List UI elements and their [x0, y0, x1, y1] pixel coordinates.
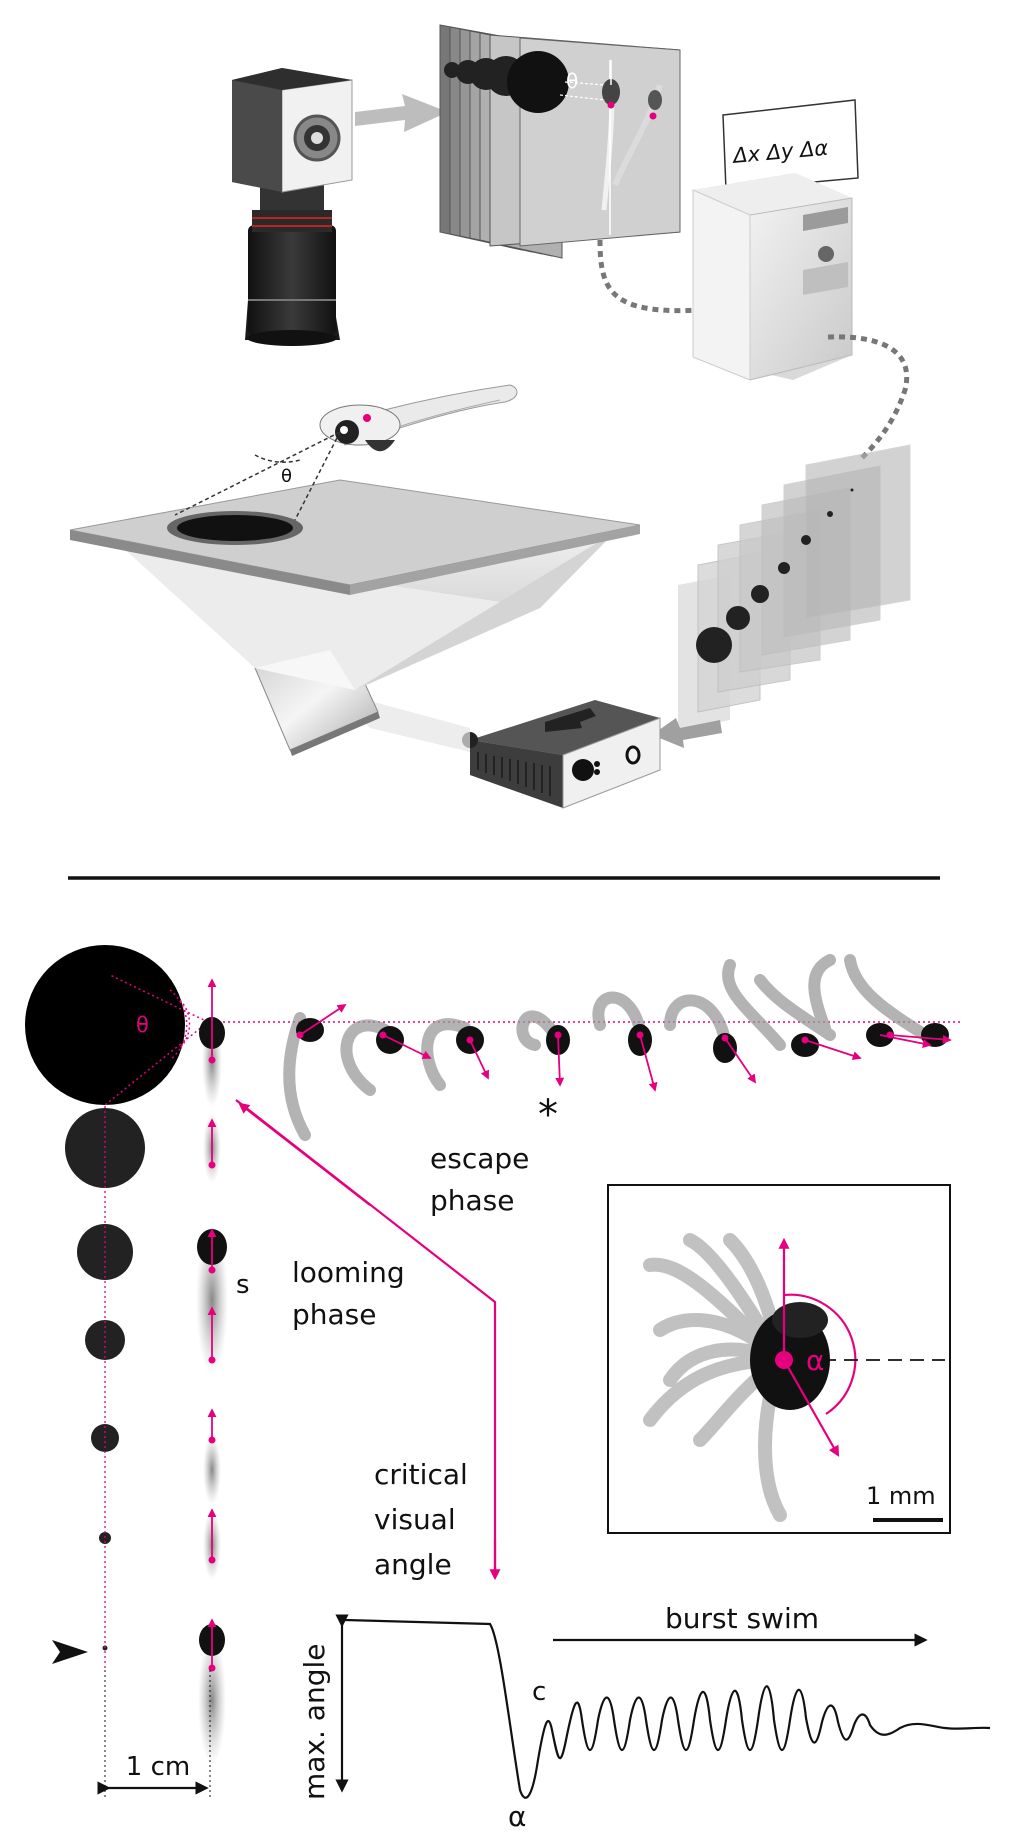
stimulus-slide-stack [678, 444, 911, 730]
critical-label-line-1: critical [374, 1458, 468, 1491]
cm-scale-label: 1 cm [126, 1752, 190, 1782]
asterisk-marker: * [538, 1092, 558, 1138]
gray-arrow-icon [355, 94, 448, 132]
fish-sequence-vertical [196, 978, 228, 1765]
theta-label-fish: θ [281, 466, 292, 487]
video-frame-stack: θ [439, 24, 681, 259]
projection-platform [69, 479, 641, 690]
looming-phase-line-2: phase [292, 1298, 377, 1331]
fish-larva: θ [174, 384, 518, 521]
max-angle-label: max. angle [298, 1644, 331, 1801]
readout-card: Δx Δy Δα [722, 99, 859, 191]
computer-tower [692, 173, 853, 381]
s-label: s [236, 1270, 250, 1300]
burst-swim-label: burst swim [665, 1602, 819, 1635]
critical-angle-connector [235, 1099, 501, 1581]
theta-angle-lines [104, 974, 960, 1106]
escape-phase-line-2: phase [430, 1184, 515, 1217]
camera-illustration [232, 68, 353, 346]
tail-angle-trace: burst swim c α max. angle [298, 1602, 991, 1833]
cable-line-2 [827, 334, 910, 462]
alpha-label-inset: α [806, 1344, 824, 1377]
scale-label-inset: 1 mm [866, 1482, 936, 1510]
looming-phase-line-1: looming [292, 1256, 405, 1289]
mirror-edge [290, 712, 380, 756]
cable-line [597, 239, 701, 314]
setup-illustration: θ Δx Δy Δα [69, 24, 911, 809]
escape-angle-inset: α 1 mm [607, 1184, 951, 1534]
looming-disk [85, 1320, 125, 1360]
critical-label-line-2: visual [374, 1503, 456, 1536]
theta-label-screen: θ [566, 69, 578, 93]
behavior-panel: θ [25, 945, 991, 1833]
onset-arrowhead-icon [52, 1640, 88, 1664]
alpha-label-trace: α [508, 1800, 526, 1833]
cm-scale-bar: 1 cm [97, 1670, 211, 1800]
fish-sequence-horizontal [283, 954, 952, 1141]
c-label: c [532, 1677, 546, 1707]
critical-label-line-3: angle [374, 1548, 452, 1581]
looming-disk [25, 945, 185, 1105]
gray-arrow-icon-2 [652, 718, 722, 748]
theta-label-stimulus: θ [136, 1013, 149, 1037]
projector [462, 700, 661, 809]
escape-phase-line-1: escape [430, 1142, 529, 1175]
